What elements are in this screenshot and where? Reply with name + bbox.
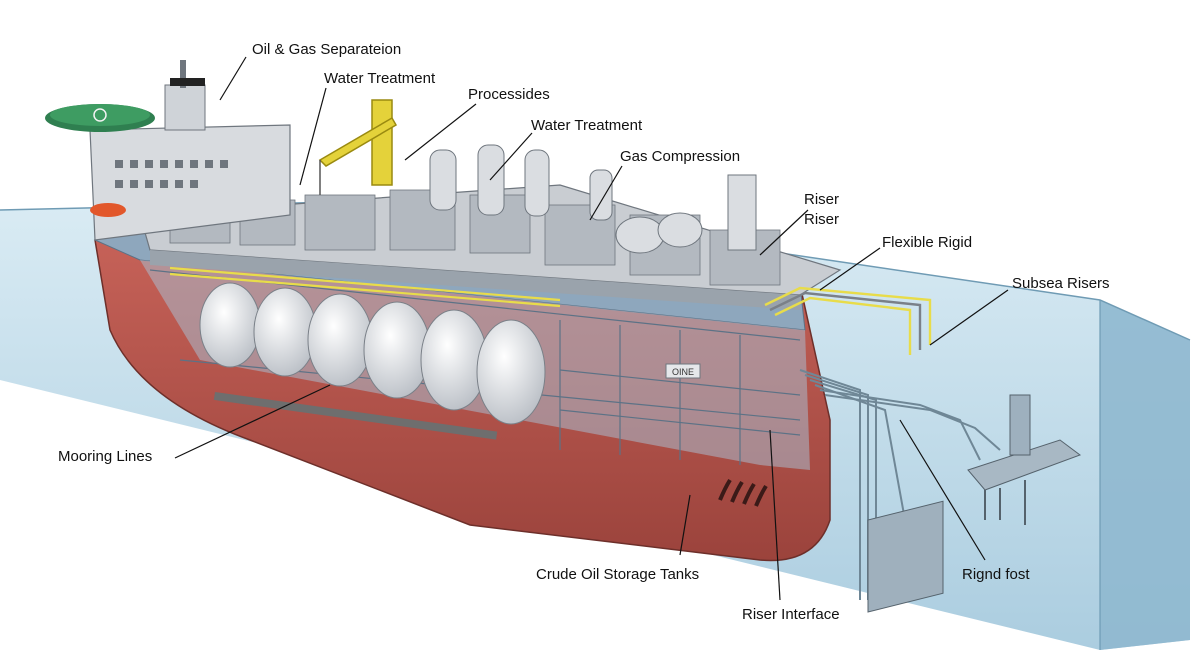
accommodation-block xyxy=(45,60,291,241)
label-crude-oil-storage-tanks: Crude Oil Storage Tanks xyxy=(536,566,700,583)
label-rignd-fost: Rignd fost xyxy=(962,566,1030,583)
label-water-treatment-2: Water Treatment xyxy=(531,117,643,134)
helideck xyxy=(45,104,155,132)
label-processides: Processides xyxy=(468,86,550,103)
label-subsea-risers: Subsea Risers xyxy=(1012,275,1110,292)
label-flexible-rigid: Flexible Rigid xyxy=(882,234,973,251)
label-water-treatment-1: Water Treatment xyxy=(324,70,436,87)
process-vessels xyxy=(429,144,757,254)
module-plate-text: OINE xyxy=(672,367,694,377)
label-riser-interface: Riser Interface xyxy=(742,606,840,623)
label-oil-gas-separation: Oil & Gas Separateion xyxy=(252,41,402,58)
module-plate-bg xyxy=(665,363,701,379)
bow-thruster-vents xyxy=(718,478,768,507)
subsea-manifold xyxy=(967,394,1082,525)
label-riser-2: Riser xyxy=(804,211,840,228)
riser-interface-box xyxy=(867,500,944,613)
pipe-racks-yellow xyxy=(169,266,561,308)
lifeboat xyxy=(90,203,126,217)
label-gas-compression: Gas Compression xyxy=(620,148,741,165)
label-mooring-lines: Mooring Lines xyxy=(58,448,153,465)
flexible-riser-lines xyxy=(764,286,932,355)
crude-oil-storage-tanks xyxy=(199,282,546,425)
leader-lines xyxy=(174,56,1009,601)
crane xyxy=(318,99,398,195)
label-riser-1: Riser xyxy=(804,191,840,208)
